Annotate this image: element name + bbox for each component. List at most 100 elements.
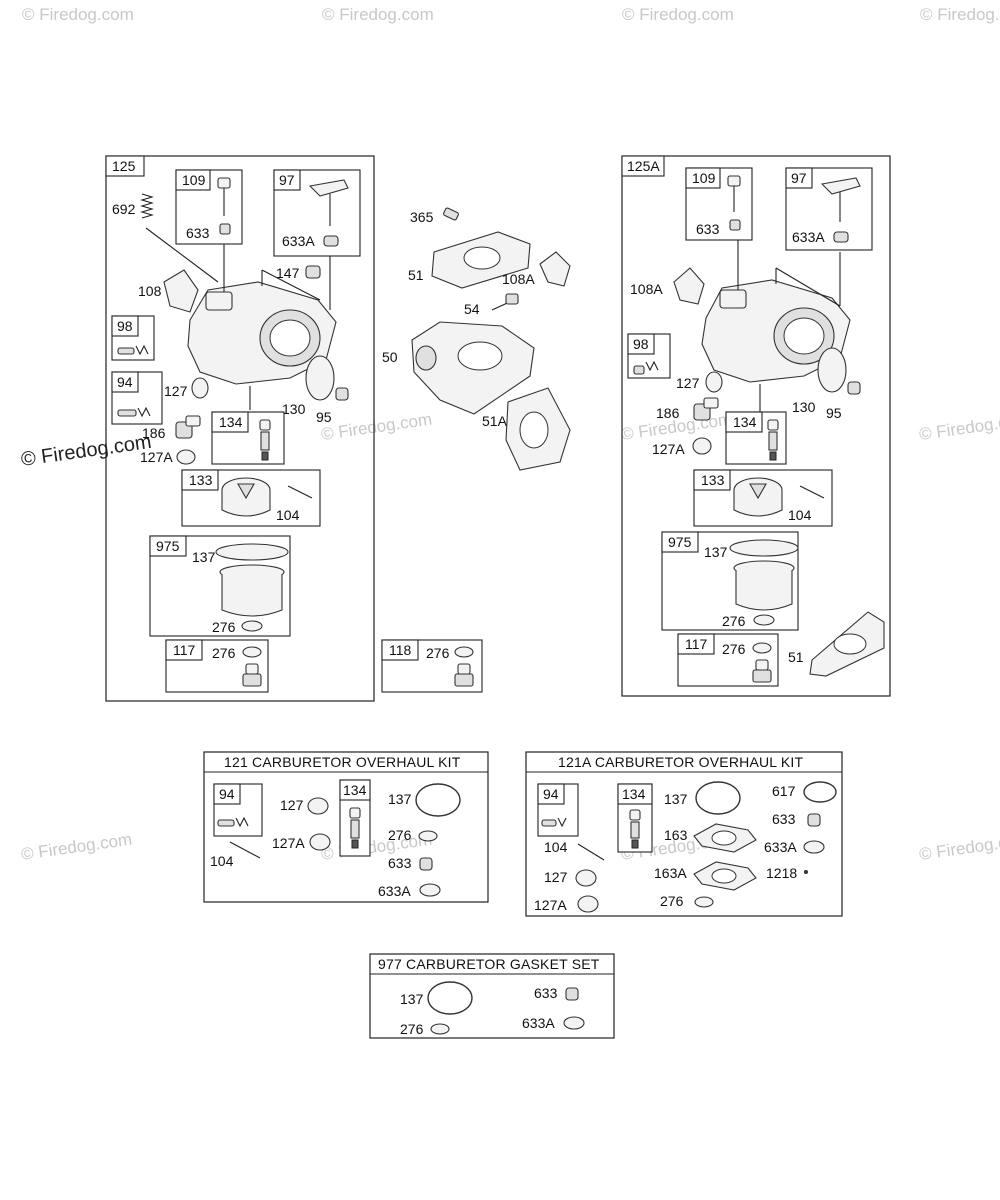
part-label: 633 [186,225,210,241]
plug-icon [692,437,712,455]
subassembly-tag-box [785,167,813,189]
subassembly-tag: 133 [189,472,213,488]
inlet-needle-icon [629,809,641,849]
gasket-icon [753,614,775,626]
washer-icon [694,896,714,908]
subassembly-tag: 94 [543,786,559,802]
subassembly-tag-box [175,169,211,191]
callout-51: 51 [788,649,804,665]
subassembly-tag-box [685,167,721,189]
subassembly-tag-box [381,639,419,661]
part-label: 104 [276,507,300,523]
callout-130: 130 [282,401,306,417]
bolt-icon [491,293,519,311]
washer-icon [563,1016,585,1030]
part-label: 163A [654,865,687,881]
callout-127A: 127A [140,449,173,465]
subassembly-tag-box [339,779,371,801]
plate-icon [163,269,199,313]
subassembly-tag: 134 [733,414,757,430]
part-label: 276 [660,893,684,909]
carburetor-body-icon [701,240,851,412]
screw-icon [335,387,349,401]
float-bowl-icon [215,543,289,617]
callout-51: 51 [408,267,424,283]
fitting-icon [693,397,719,421]
washer-icon [752,642,772,654]
washer-icon [430,1023,450,1035]
screw-icon [305,265,321,279]
subassembly-tag-box [273,169,301,191]
part-label: 137 [664,791,688,807]
kit-977: 977 CARBURETOR GASKET SET 137 276 633 63… [369,953,615,1039]
watermark-text: © Firedog.com [22,5,134,24]
plug-icon [309,833,331,851]
screw-icon [847,381,861,395]
subassembly-tag: 975 [668,534,692,550]
plug-icon [577,895,599,913]
gasket-icon [241,620,263,632]
subassembly-tag: 134 [622,786,646,802]
callout-186: 186 [142,425,166,441]
part-label: 127 [280,797,304,813]
float-needle-icon [727,175,741,231]
part-label: 127A [534,897,567,913]
part-label: 127A [272,835,305,851]
part-label: 104 [544,839,568,855]
bowl-nut-icon [752,659,772,683]
float-icon [733,477,783,517]
plate-icon [673,267,705,305]
subassembly-tag: 98 [117,318,133,334]
part-label: 276 [426,645,450,661]
assembly-frame [105,155,375,702]
callout-186: 186 [656,405,680,421]
inlet-needle-icon [767,419,779,461]
carburetor-body-icon [187,244,337,410]
callout-51A: 51A [482,413,508,429]
kit-title: 121 CARBURETOR OVERHAUL KIT [224,754,461,770]
assembly-frame [621,155,891,697]
callout-108A: 108A [502,271,535,287]
welch-plug-icon [191,377,209,399]
part-label: 104 [788,507,812,523]
washer-icon [419,883,441,897]
o-ring-icon [803,781,837,803]
bowl-nut-icon [242,663,262,687]
subassembly-tag: 97 [791,170,807,186]
part-label: 633A [378,883,411,899]
float-pin-icon [577,843,605,861]
part-label: 633 [696,221,720,237]
gasket-icon [693,823,757,853]
inlet-needle-icon [349,807,361,849]
subassembly-tag: 94 [219,786,235,802]
subassembly-tag: 975 [156,538,180,554]
subassembly-tag-box [627,333,655,355]
subassembly-tag: 134 [219,414,243,430]
kit-frame [203,751,489,903]
callout-130: 130 [792,399,816,415]
watermark-text: © Firedog.com [320,410,433,444]
float-pin-icon [229,841,261,859]
part-label: 633A [764,839,797,855]
watermark-text: © Firedog.com [20,830,133,864]
seat-icon [419,857,433,871]
float-needle-icon [217,177,231,235]
subassembly-tag-box [677,633,715,655]
callout-95: 95 [826,405,842,421]
spring-icon [140,193,219,283]
callout-365: 365 [410,209,434,225]
idle-screw-icon [117,344,149,356]
assembly-125: 125 109 633 97 633A 692 108 147 [105,155,375,702]
watermark-text: © Firedog.com [20,431,153,471]
part-label: 137 [704,544,728,560]
gasket-icon [809,611,885,677]
part-label: 1218 [766,865,797,881]
subassembly-tag: 134 [343,782,367,798]
callout-108A: 108A [630,281,663,297]
pin-icon [443,207,459,221]
assembly-tag: 125A [627,158,660,174]
part-label: 633A [282,233,315,249]
o-ring-icon [415,783,461,817]
subassembly-tag: 98 [633,336,649,352]
